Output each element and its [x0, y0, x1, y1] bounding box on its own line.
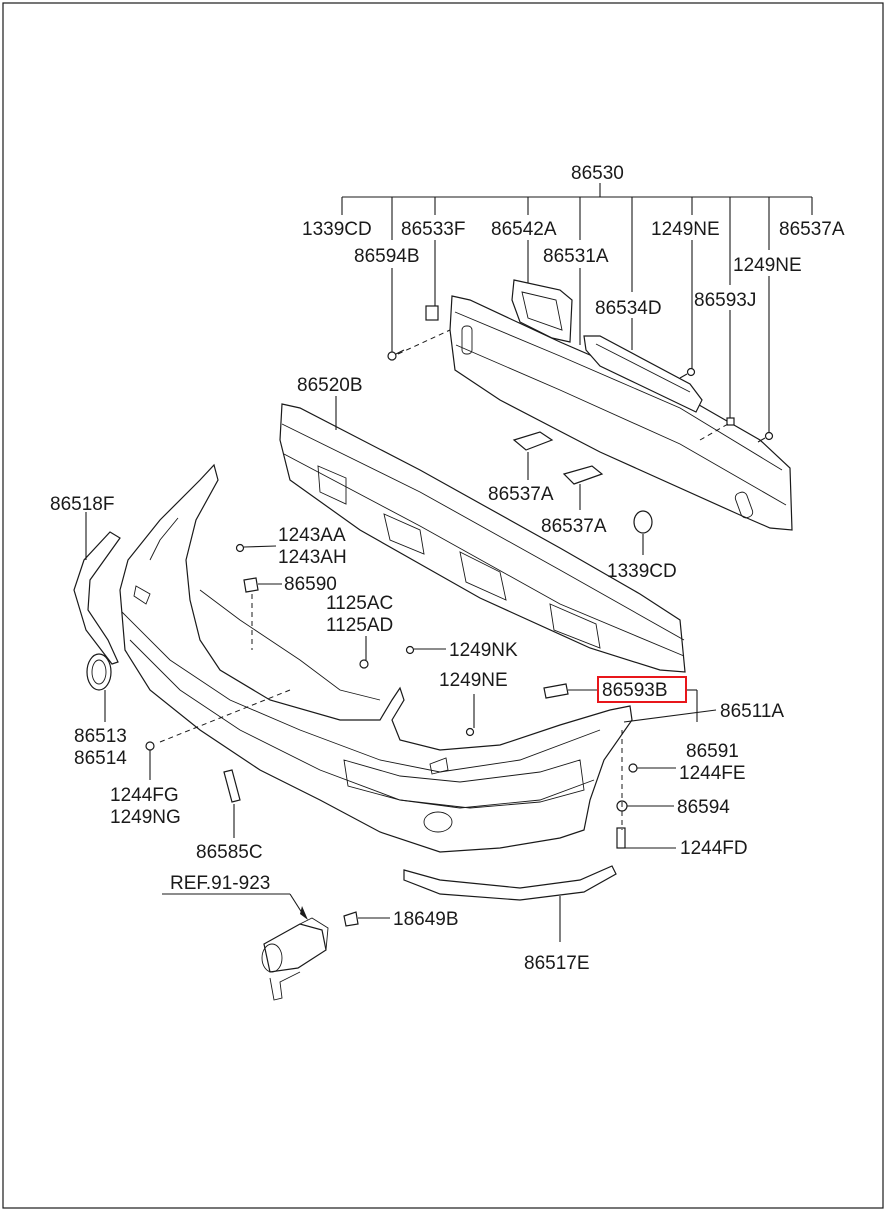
screw-1243AA: [235, 543, 277, 553]
bracket-86537A-a: [512, 431, 554, 480]
label-86591: 86591: [686, 741, 739, 762]
fog-ring-86513: [86, 653, 112, 722]
label-1249NE-mid: 1249NE: [439, 670, 508, 691]
label-86594B: 86594B: [354, 246, 420, 267]
reflector-86585C: [223, 769, 241, 838]
bracket-86542A: [511, 279, 573, 343]
label-86511A: 86511A: [720, 701, 784, 722]
label-18649B: 18649B: [393, 909, 459, 930]
energy-absorber-86520B: [279, 403, 686, 673]
clip-86533F: [425, 305, 439, 321]
label-86537A-top: 86537A: [779, 219, 845, 240]
label-1125AC: 1125AC: [326, 593, 393, 614]
bracket-86537A-b: [562, 465, 604, 510]
clip-86593B: [543, 683, 598, 699]
label-86534D: 86534D: [595, 298, 662, 319]
bolt-1249NE-top: [679, 367, 696, 379]
label-86514: 86514: [74, 748, 127, 769]
bolt-86594B: [387, 329, 451, 361]
label-1339CD-mid: 1339CD: [607, 561, 677, 582]
bracket-86534D: [583, 335, 703, 413]
label-1339CD-top: 1339CD: [302, 219, 372, 240]
bulb-18649B: [343, 911, 390, 927]
bumper-cover-86511A: [119, 463, 633, 853]
part-labels: 86530 1339CD 86533F 86542A 1249NE 86537A…: [50, 163, 845, 974]
label-86537A-mid1: 86537A: [488, 484, 554, 505]
trim-strip-86518F: [73, 512, 121, 665]
label-86593B: 86593B: [602, 680, 668, 701]
bolt-1125AC: [359, 636, 369, 669]
label-86533F: 86533F: [401, 219, 465, 240]
highlight-box-86593B: [597, 676, 687, 703]
ref-arrow-head: [300, 906, 308, 920]
clip-86593J: [699, 417, 735, 441]
label-1244FE: 1244FE: [679, 763, 746, 784]
label-1249NK: 1249NK: [449, 640, 518, 661]
right-fasteners: [616, 689, 717, 849]
label-86593J: 86593J: [694, 290, 756, 311]
label-86542A: 86542A: [491, 219, 557, 240]
bolt-1249NE-mid: [465, 694, 475, 737]
label-86537A-mid2: 86537A: [541, 516, 607, 537]
label-1244FD: 1244FD: [680, 838, 748, 859]
label-1243AA: 1243AA: [278, 525, 346, 546]
label-1244FG: 1244FG: [110, 785, 179, 806]
label-1243AH: 1243AH: [278, 547, 347, 568]
molding-86517E: [403, 865, 617, 942]
label-86520B: 86520B: [297, 375, 363, 396]
label-1249NG: 1249NG: [110, 807, 181, 828]
screw-1244FG: [145, 741, 155, 780]
label-1249NE-right: 1249NE: [733, 255, 802, 276]
label-86517E: 86517E: [524, 953, 590, 974]
bolt-1249NK: [405, 645, 446, 655]
label-1249NE-top: 1249NE: [651, 219, 720, 240]
label-86531A: 86531A: [543, 246, 609, 267]
beam-assembly-leaders: [341, 183, 813, 432]
label-86518F: 86518F: [50, 494, 114, 515]
cap-1339CD: [633, 510, 653, 555]
label-86585C: 86585C: [196, 842, 263, 863]
bolt-1249NE-right: [757, 431, 774, 443]
fog-lamp-assembly: [261, 917, 329, 1001]
label-86590: 86590: [284, 574, 337, 595]
bumper-beam-86531A: [449, 295, 793, 531]
label-86530: 86530: [571, 163, 624, 184]
label-ref-91-923: REF.91-923: [170, 873, 270, 894]
label-86594: 86594: [677, 797, 730, 818]
label-86513: 86513: [74, 726, 127, 747]
clip-86590: [243, 577, 282, 650]
label-1125AD: 1125AD: [326, 615, 393, 636]
